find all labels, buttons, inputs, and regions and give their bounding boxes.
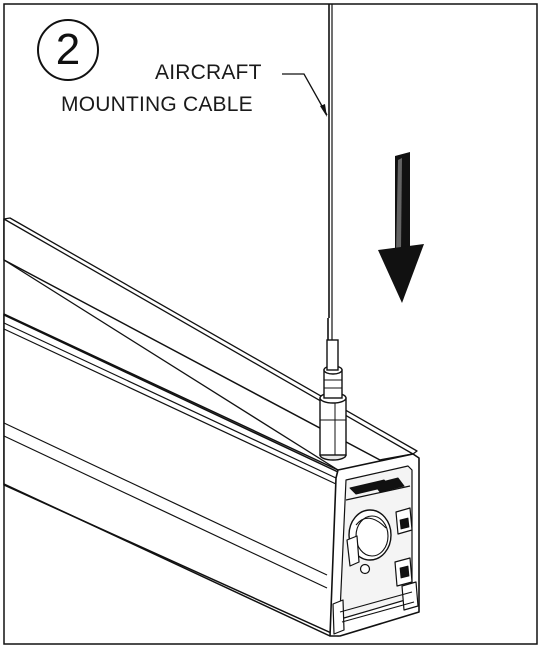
callout-leader xyxy=(282,73,328,116)
channel-side-face xyxy=(3,313,339,637)
callout-label-line1: AIRCRAFT xyxy=(155,61,262,84)
callout-leader-arrowhead xyxy=(320,104,327,117)
step-circle xyxy=(37,19,99,81)
callout-label-line2: MOUNTING CABLE xyxy=(61,93,253,116)
cable-gripper xyxy=(319,318,347,461)
down-arrow-icon xyxy=(378,152,424,303)
channel-housing xyxy=(3,217,420,637)
step-number: 2 xyxy=(55,25,81,74)
aircraft-cable xyxy=(328,4,333,318)
